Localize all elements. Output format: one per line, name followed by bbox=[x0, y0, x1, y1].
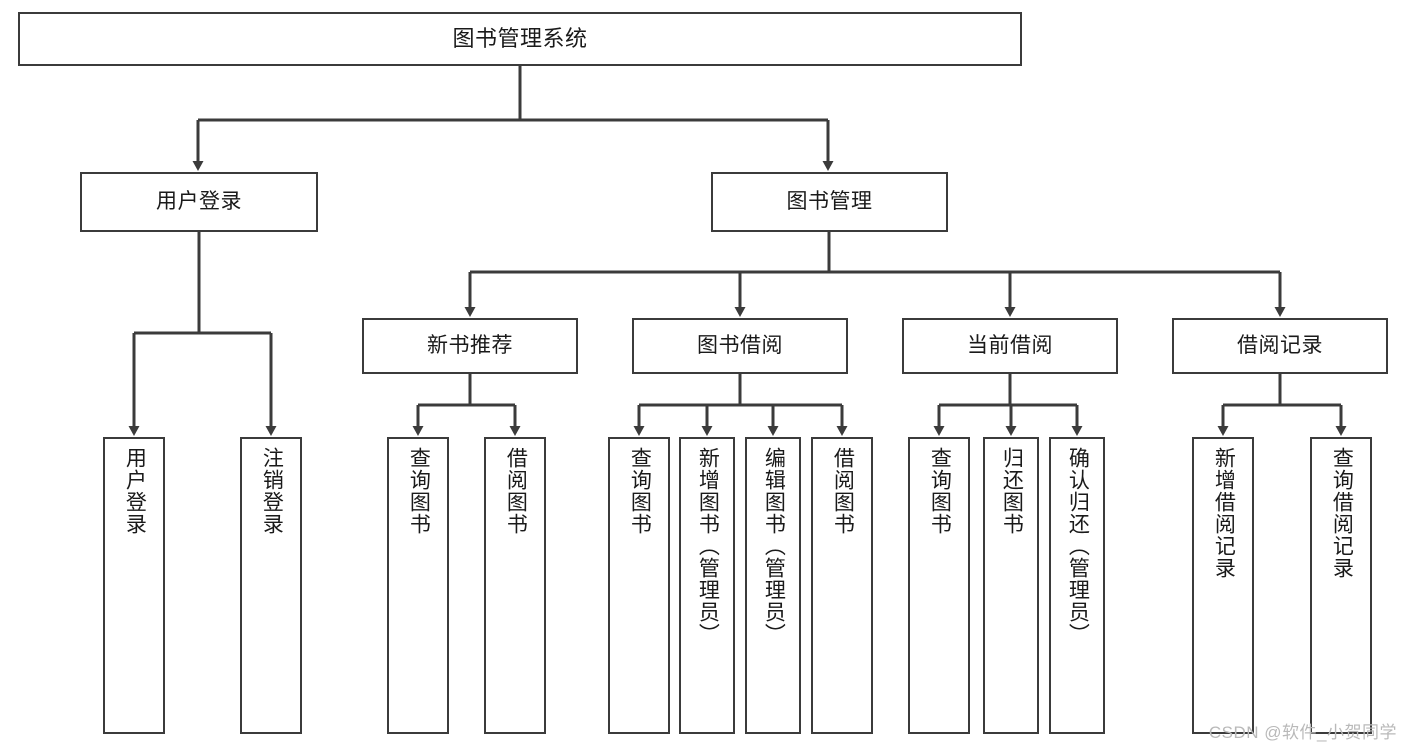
node-root-label: 图书管理系统 bbox=[452, 25, 588, 51]
node-leaf-borrow-book-2[interactable]: 借阅图书 bbox=[811, 437, 873, 734]
node-root[interactable]: 图书管理系统 bbox=[18, 12, 1022, 66]
node-leaf-confirm-return-label: 确认归还（管理员） bbox=[1066, 447, 1090, 645]
node-leaf-query-book-3[interactable]: 查询图书 bbox=[908, 437, 970, 734]
node-leaf-add-book[interactable]: 新增图书（管理员） bbox=[679, 437, 735, 734]
node-leaf-query-book-3-label: 查询图书 bbox=[928, 447, 952, 535]
node-user-login-label: 用户登录 bbox=[156, 190, 242, 214]
node-leaf-logout-label: 注销登录 bbox=[260, 447, 284, 535]
node-leaf-query-book-2[interactable]: 查询图书 bbox=[608, 437, 670, 734]
node-borrow-record[interactable]: 借阅记录 bbox=[1172, 318, 1388, 374]
node-leaf-query-book-2-label: 查询图书 bbox=[628, 447, 652, 535]
node-leaf-logout[interactable]: 注销登录 bbox=[240, 437, 302, 734]
node-new-book-rec[interactable]: 新书推荐 bbox=[362, 318, 578, 374]
node-leaf-add-record[interactable]: 新增借阅记录 bbox=[1192, 437, 1254, 734]
node-leaf-user-login-label: 用户登录 bbox=[123, 447, 147, 535]
node-book-borrow-label: 图书借阅 bbox=[697, 334, 783, 358]
node-leaf-add-record-label: 新增借阅记录 bbox=[1212, 447, 1236, 579]
node-book-manage-label: 图书管理 bbox=[786, 190, 873, 214]
node-leaf-query-record[interactable]: 查询借阅记录 bbox=[1310, 437, 1372, 734]
node-leaf-edit-book[interactable]: 编辑图书（管理员） bbox=[745, 437, 801, 734]
node-current-borrow-label: 当前借阅 bbox=[967, 334, 1053, 358]
node-book-borrow[interactable]: 图书借阅 bbox=[632, 318, 848, 374]
node-leaf-user-login[interactable]: 用户登录 bbox=[103, 437, 165, 734]
node-leaf-confirm-return[interactable]: 确认归还（管理员） bbox=[1049, 437, 1105, 734]
node-leaf-query-book-1[interactable]: 查询图书 bbox=[387, 437, 449, 734]
watermark-text: CSDN @软件_小贺同学 bbox=[1208, 723, 1397, 742]
node-current-borrow[interactable]: 当前借阅 bbox=[902, 318, 1118, 374]
node-leaf-return-book-label: 归还图书 bbox=[1000, 447, 1024, 535]
node-leaf-query-record-label: 查询借阅记录 bbox=[1330, 447, 1354, 579]
node-book-manage[interactable]: 图书管理 bbox=[711, 172, 948, 232]
node-leaf-borrow-book-1[interactable]: 借阅图书 bbox=[484, 437, 546, 734]
node-leaf-borrow-book-1-label: 借阅图书 bbox=[504, 447, 528, 535]
node-borrow-record-label: 借阅记录 bbox=[1237, 334, 1323, 358]
node-leaf-return-book[interactable]: 归还图书 bbox=[983, 437, 1039, 734]
node-leaf-borrow-book-2-label: 借阅图书 bbox=[831, 447, 855, 535]
node-leaf-add-book-label: 新增图书（管理员） bbox=[696, 447, 720, 645]
node-user-login[interactable]: 用户登录 bbox=[80, 172, 318, 232]
node-leaf-query-book-1-label: 查询图书 bbox=[407, 447, 431, 535]
node-new-book-rec-label: 新书推荐 bbox=[427, 334, 513, 358]
node-leaf-edit-book-label: 编辑图书（管理员） bbox=[762, 447, 786, 645]
